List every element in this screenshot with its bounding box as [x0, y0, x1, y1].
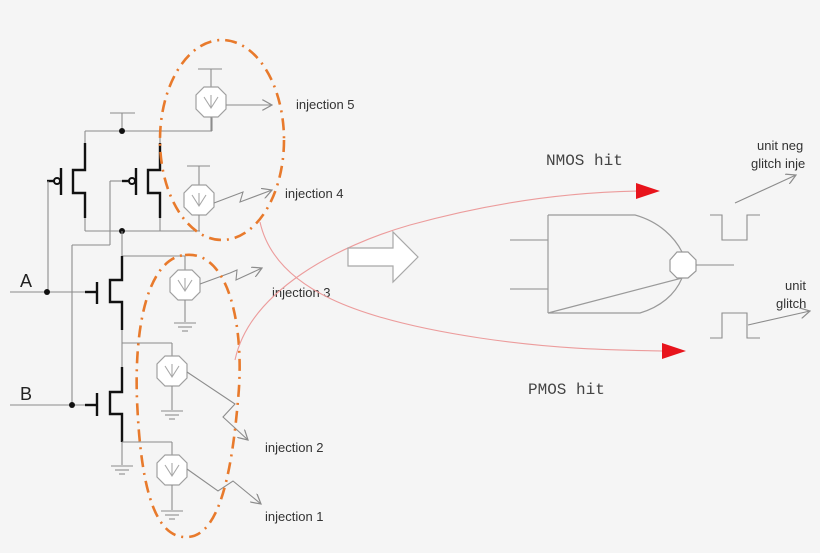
positive-glitch-label-line2: glitch [776, 296, 806, 311]
pmos-transistor-2 [71, 143, 162, 405]
pmos-hit-curve [259, 221, 663, 352]
nmos-injection-region-oval [135, 253, 241, 539]
positive-glitch-label-line1: unit [785, 278, 806, 293]
injection-4-label: injection 4 [285, 186, 344, 201]
ground-symbol [111, 465, 133, 475]
block-arrow-icon [347, 230, 419, 284]
current-source-1 [156, 442, 261, 520]
pmos-hit-label: PMOS hit [528, 381, 605, 399]
pmos-hit-arrowhead [662, 343, 686, 359]
current-source-2 [156, 343, 248, 440]
nand-gate [510, 214, 734, 314]
injection-1-label: injection 1 [265, 509, 324, 524]
injection-5-label: injection 5 [296, 97, 355, 112]
transistor-circuit: A B [10, 112, 213, 475]
input-b-label: B [20, 384, 32, 404]
negative-glitch-pulse [710, 175, 796, 241]
negative-glitch-label-line2: glitch inje [751, 156, 805, 171]
positive-glitch-pulse [710, 311, 810, 339]
input-a-label: A [20, 271, 32, 291]
current-source-4 [183, 165, 272, 231]
inversion-bubble [669, 251, 697, 279]
nmos-hit-curve [234, 190, 641, 361]
injection-2-label: injection 2 [265, 440, 324, 455]
nmos-hit-label: NMOS hit [546, 152, 623, 170]
injection-3-label: injection 3 [272, 285, 331, 300]
nmos-hit-arrowhead [636, 183, 660, 199]
nmos-transistor-a [10, 255, 185, 330]
junction-dot [119, 128, 125, 134]
negative-glitch-label-line1: unit neg [757, 138, 803, 153]
nmos-transistor-b [10, 367, 124, 442]
pmos-injection-region-oval [158, 38, 286, 242]
pmos-transistor-1 [47, 143, 87, 292]
current-source-5 [195, 68, 272, 131]
